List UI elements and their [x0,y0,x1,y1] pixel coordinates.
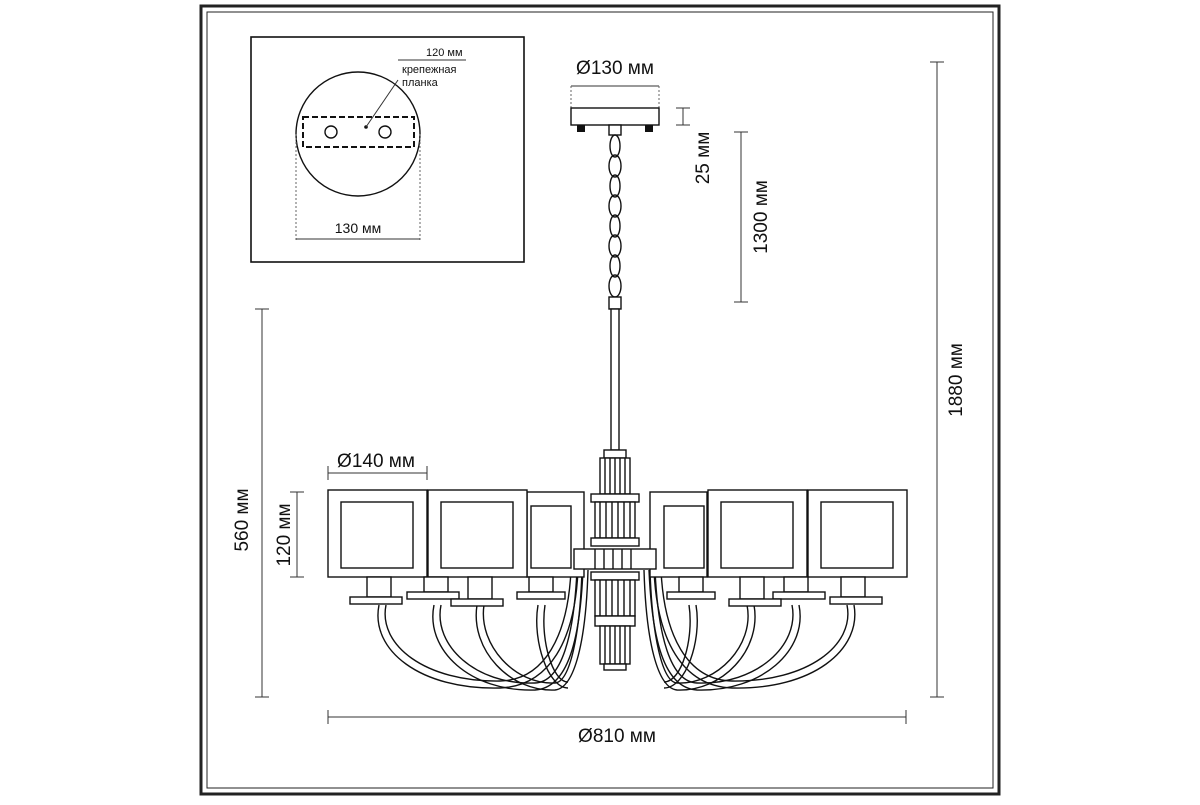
canopy-screw-right [645,125,653,132]
shade-left-2 [427,489,528,578]
body-height-label: 560 мм [232,488,253,551]
overall-diameter-dim: Ø810 мм [327,710,907,747]
canopy-height-label: 25 мм [693,132,714,185]
shade-right-2 [707,489,808,578]
plate-label-line1: крепежная [402,64,457,76]
screw-hole-left [324,125,338,139]
candle-holders [349,576,883,607]
plate-label-line2: планка [402,77,439,89]
rod [610,308,620,451]
suspension: Ø130 мм [570,58,660,451]
plate-leader-line [365,79,399,128]
shade-height-label: 120 мм [274,503,295,566]
central-column [573,449,657,671]
canopy [570,107,660,126]
chain-length-label: 1300 мм [751,180,772,254]
inset-frame [250,36,525,263]
rod-coupler [608,296,622,310]
body-height-dim: 560 мм [232,308,269,698]
canopy-screw-left [577,125,585,132]
canopy-hook [608,124,622,136]
canopy-inset-dim-label: 130 мм [335,220,382,236]
shade-height-dim: 120 мм [274,491,304,578]
chain-length-dim: 1300 мм [734,131,772,303]
canopy-diameter-label: Ø130 мм [576,58,654,79]
overall-diameter-label: Ø810 мм [578,726,656,747]
plate-dim-label: 120 мм [426,47,463,59]
mounting-plate [302,116,415,148]
outer-frame [199,4,1001,796]
shade-diameter-label: Ø140 мм [337,451,415,472]
shade-back-right [649,491,708,578]
total-height-dim: 1880 мм [930,61,967,698]
shade-left-1 [327,489,428,578]
total-height-label: 1880 мм [946,343,967,417]
chandelier-arms [377,569,856,691]
chain [608,134,622,298]
lamp-shades [327,489,908,578]
shade-diameter-dim: Ø140 мм [327,451,428,480]
shade-right-1 [807,489,908,578]
screw-hole-right [378,125,392,139]
mounting-inset: 120 мм крепежная планка 130 мм [250,36,525,263]
canopy-height-dim: 25 мм [676,107,714,185]
